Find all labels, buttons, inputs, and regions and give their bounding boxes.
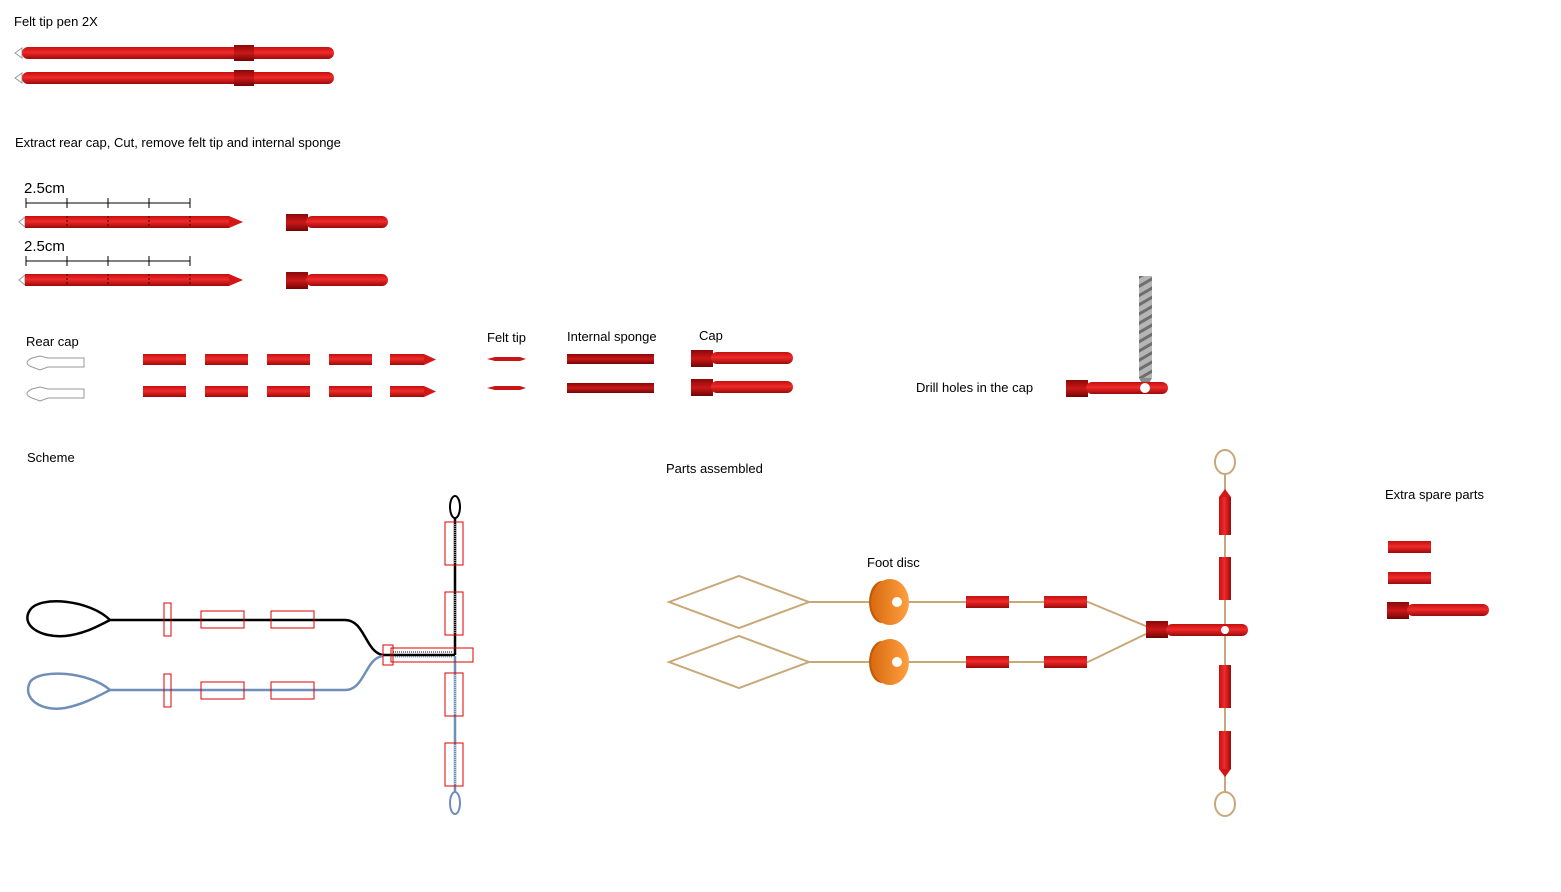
label-parts-assembled: Parts assembled	[666, 461, 763, 476]
rear-cap-1	[26, 355, 85, 371]
label-cap: Cap	[699, 328, 723, 343]
measure-label-2: 2.5cm	[24, 238, 65, 255]
measured-pen-2: 2.5cm	[18, 238, 243, 287]
label-extra-spare: Extra spare parts	[1385, 487, 1484, 502]
felt-tip-1	[487, 357, 526, 361]
cut-segments-row-1	[143, 354, 436, 365]
title-felt-tip-pen: Felt tip pen 2X	[14, 14, 98, 29]
cap-piece-2	[286, 272, 388, 289]
cap-1	[691, 350, 793, 367]
measure-label-1: 2.5cm	[24, 180, 65, 197]
drill-bit-icon	[1139, 276, 1152, 390]
rear-cap-2	[26, 386, 85, 402]
title-extract: Extract rear cap, Cut, remove felt tip a…	[15, 135, 341, 150]
foot-disc-2	[869, 639, 909, 685]
label-drill: Drill holes in the cap	[916, 380, 1033, 395]
sponge-1	[567, 354, 654, 364]
cut-segments-row-2	[143, 386, 436, 397]
label-rear-cap: Rear cap	[26, 334, 79, 349]
foot-disc-1	[869, 579, 909, 625]
felt-tip-2	[487, 386, 526, 390]
assembled-diagram	[666, 449, 1248, 817]
pen-full-2	[14, 70, 334, 86]
drilled-cap	[1066, 380, 1168, 397]
measured-pen-1: 2.5cm	[18, 180, 243, 229]
scheme-diagram	[26, 495, 474, 815]
cap-2	[691, 379, 793, 396]
sponge-2	[567, 383, 654, 393]
cap-piece-1	[286, 214, 388, 231]
spare-parts	[1387, 541, 1489, 619]
label-scheme: Scheme	[27, 450, 75, 465]
label-felt-tip: Felt tip	[487, 330, 526, 345]
label-internal-sponge: Internal sponge	[567, 329, 657, 344]
label-foot-disc: Foot disc	[867, 555, 920, 570]
pen-full-1	[14, 45, 334, 61]
